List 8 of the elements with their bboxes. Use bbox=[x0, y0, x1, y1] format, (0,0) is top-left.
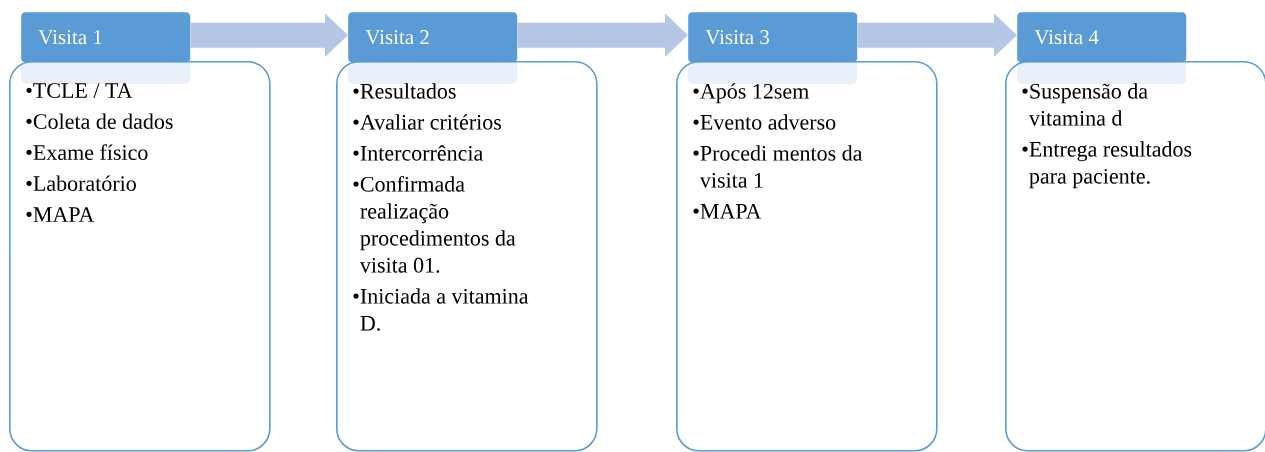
header-tab: Visita 4 bbox=[1017, 12, 1187, 84]
list-box: •Resultados •Avaliar critérios •Intercorrência •Confirmada realização procedimentos da visita 01. •Iniciada a vitamina D. bbox=[336, 61, 598, 452]
header-tab: Visita 2 bbox=[348, 12, 518, 84]
list-box: •Após 12sem •Evento adverso •Procedi mentos da visita 1 •MAPA bbox=[676, 61, 938, 452]
list-box: •Suspensão da vitamina d •Entrega resultados para paciente. bbox=[1005, 61, 1265, 452]
header-tab: Visita 3 bbox=[688, 12, 858, 84]
header-tab: Visita 1 bbox=[21, 12, 191, 84]
list-box: •TCLE / TA •Coleta de dados •Exame físico •Laboratório •MAPA bbox=[9, 61, 271, 452]
